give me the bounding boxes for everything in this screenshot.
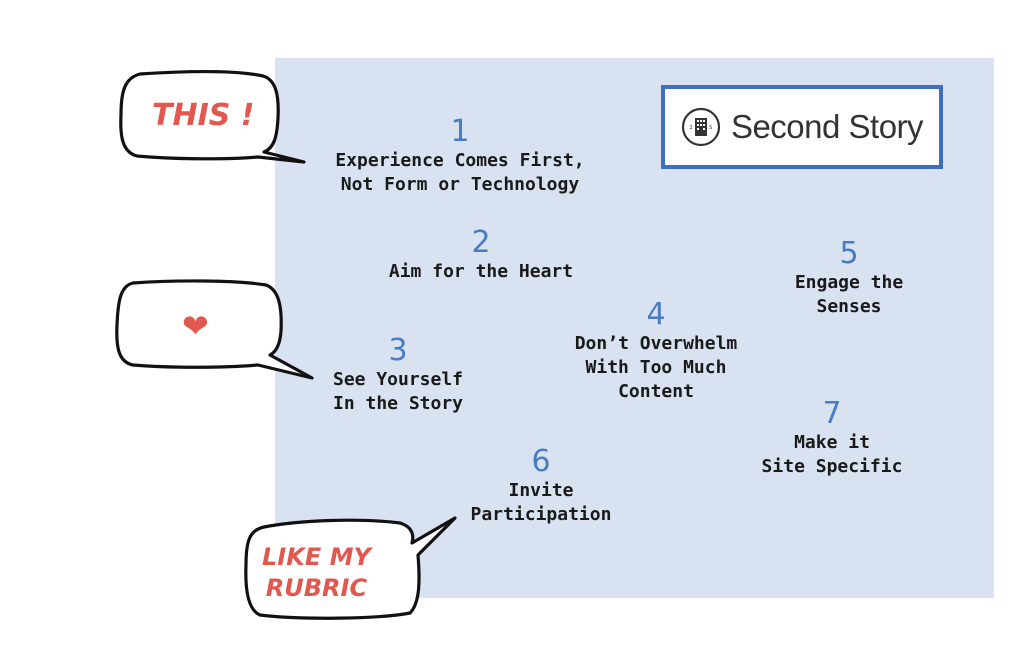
principle-title: Don’t Overwhelm With Too Much Content	[574, 333, 738, 402]
principle-number: 1	[450, 114, 470, 149]
principle-title: Invite Participation	[470, 480, 612, 525]
principle-title: Aim for the Heart	[388, 261, 574, 282]
bubble-bottom-text: LIKE MY RUBRIC	[262, 543, 371, 602]
principle-number: 2	[471, 225, 491, 260]
heart-icon: ❤	[182, 307, 209, 345]
principle-number: 7	[822, 396, 842, 431]
principle-5: 5 Engage the Senses	[795, 237, 903, 319]
principle-number: 6	[531, 444, 551, 479]
principle-1: 1 Experience Comes First, Not Form or Te…	[335, 115, 584, 197]
principle-3: 3 See Yourself In the Story	[333, 334, 463, 416]
building-logo-icon: 2 S	[681, 107, 721, 147]
principle-number: 4	[646, 297, 666, 332]
logo-mark-left: 2	[689, 125, 692, 131]
second-story-logo: 2 S Second Story	[661, 85, 943, 169]
principle-title: See Yourself In the Story	[332, 369, 464, 414]
principle-6: 6 Invite Participation	[471, 445, 612, 527]
principle-4: 4 Don’t Overwhelm With Too Much Content	[575, 298, 738, 404]
logo-mark-right: S	[709, 125, 712, 131]
principle-title: Engage the Senses	[794, 272, 904, 317]
principle-7: 7 Make it Site Specific	[762, 397, 903, 479]
principle-number: 3	[388, 333, 408, 368]
principle-2: 2 Aim for the Heart	[389, 226, 573, 284]
principle-title: Make it Site Specific	[761, 432, 903, 477]
bubble-top-text: THIS !	[152, 98, 255, 133]
principle-number: 5	[839, 236, 859, 271]
principle-title: Experience Comes First, Not Form or Tech…	[335, 150, 585, 195]
brand-name: Second Story	[730, 108, 924, 145]
